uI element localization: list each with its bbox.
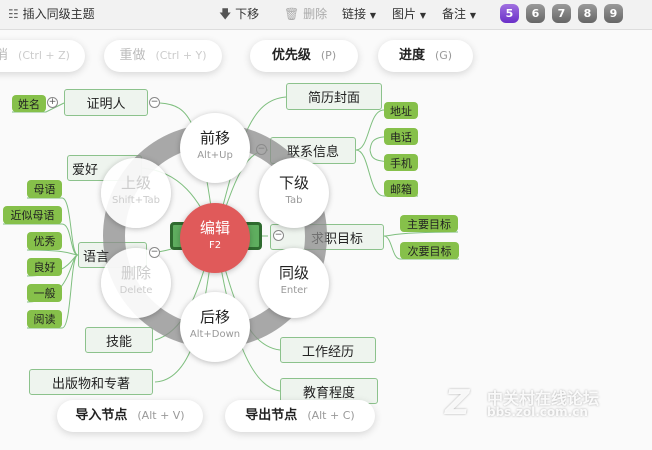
language-item[interactable]: 一般 [27, 284, 62, 302]
priority-badge-5[interactable]: 5 [500, 4, 519, 23]
link-dropdown[interactable]: 链接 ▼ [342, 7, 376, 21]
node-publications[interactable]: 出版物和专著 [29, 369, 153, 395]
priority-button[interactable]: 优先级(P) [250, 40, 358, 72]
priority-badge-7[interactable]: 7 [552, 4, 571, 23]
priority-badge-9[interactable]: 9 [604, 4, 623, 23]
language-item[interactable]: 优秀 [27, 232, 62, 250]
contact-item[interactable]: 手机 [384, 154, 418, 171]
progress-button[interactable]: 进度(G) [378, 40, 473, 72]
priority-badge-8[interactable]: 8 [578, 4, 597, 23]
export-node-button[interactable]: 导出节点(Alt + C) [225, 400, 375, 432]
priority-badge-6[interactable]: 6 [526, 4, 545, 23]
collapse-toggle-icon[interactable]: − [149, 97, 160, 108]
goal-item[interactable]: 次要目标 [400, 242, 459, 259]
caret-down-icon: ▼ [469, 11, 476, 20]
note-dropdown[interactable]: 备注 ▼ [442, 7, 476, 21]
language-item[interactable]: 近似母语 [3, 206, 62, 224]
zol-logo: Z [445, 383, 470, 423]
trash-icon: 🗑 [284, 7, 300, 21]
undo-button[interactable]: 消(Ctrl + Z) [0, 40, 85, 72]
import-node-button[interactable]: 导入节点(Alt + V) [57, 400, 203, 432]
caret-down-icon: ▼ [419, 11, 426, 20]
node-hobby-label: 爱好 [72, 162, 99, 178]
expand-toggle-icon[interactable]: + [47, 97, 58, 108]
image-dropdown[interactable]: 图片 ▼ [392, 7, 426, 21]
contact-item[interactable]: 邮箱 [384, 180, 418, 197]
caret-down-icon: ▼ [369, 11, 376, 20]
move-down-button[interactable]: 🡇 下移 [219, 7, 260, 21]
node-language-label: 语言 [83, 249, 110, 265]
delete-button[interactable]: 🗑 删除 [284, 7, 328, 21]
node-name[interactable]: 姓名 [12, 95, 46, 112]
redo-button[interactable]: 重做(Ctrl + Y) [104, 40, 222, 72]
node-witness[interactable]: 证明人 [64, 89, 148, 116]
language-item[interactable]: 母语 [27, 180, 62, 198]
node-work[interactable]: 工作经历 [280, 337, 376, 363]
contact-item[interactable]: 电话 [384, 128, 418, 145]
insert-sibling-button[interactable]: ☷ 插入同级主题 [8, 7, 95, 21]
collapse-toggle-icon[interactable]: − [149, 247, 160, 258]
contact-item[interactable]: 地址 [384, 102, 418, 119]
node-skills[interactable]: 技能 [85, 327, 153, 353]
goal-item[interactable]: 主要目标 [400, 215, 458, 232]
insert-sibling-icon: ☷ [8, 7, 19, 21]
toolbar: ☷ 插入同级主题 🡇 下移 🗑 删除 链接 ▼ 图片 ▼ 备注 ▼ 5 6 7 … [0, 0, 652, 30]
language-item[interactable]: 阅读 [27, 310, 62, 328]
arrow-down-icon: 🡇 [219, 7, 232, 21]
node-education[interactable]: 教育程度 [280, 378, 378, 404]
node-cover[interactable]: 简历封面 [286, 83, 382, 110]
language-item[interactable]: 良好 [27, 258, 62, 276]
